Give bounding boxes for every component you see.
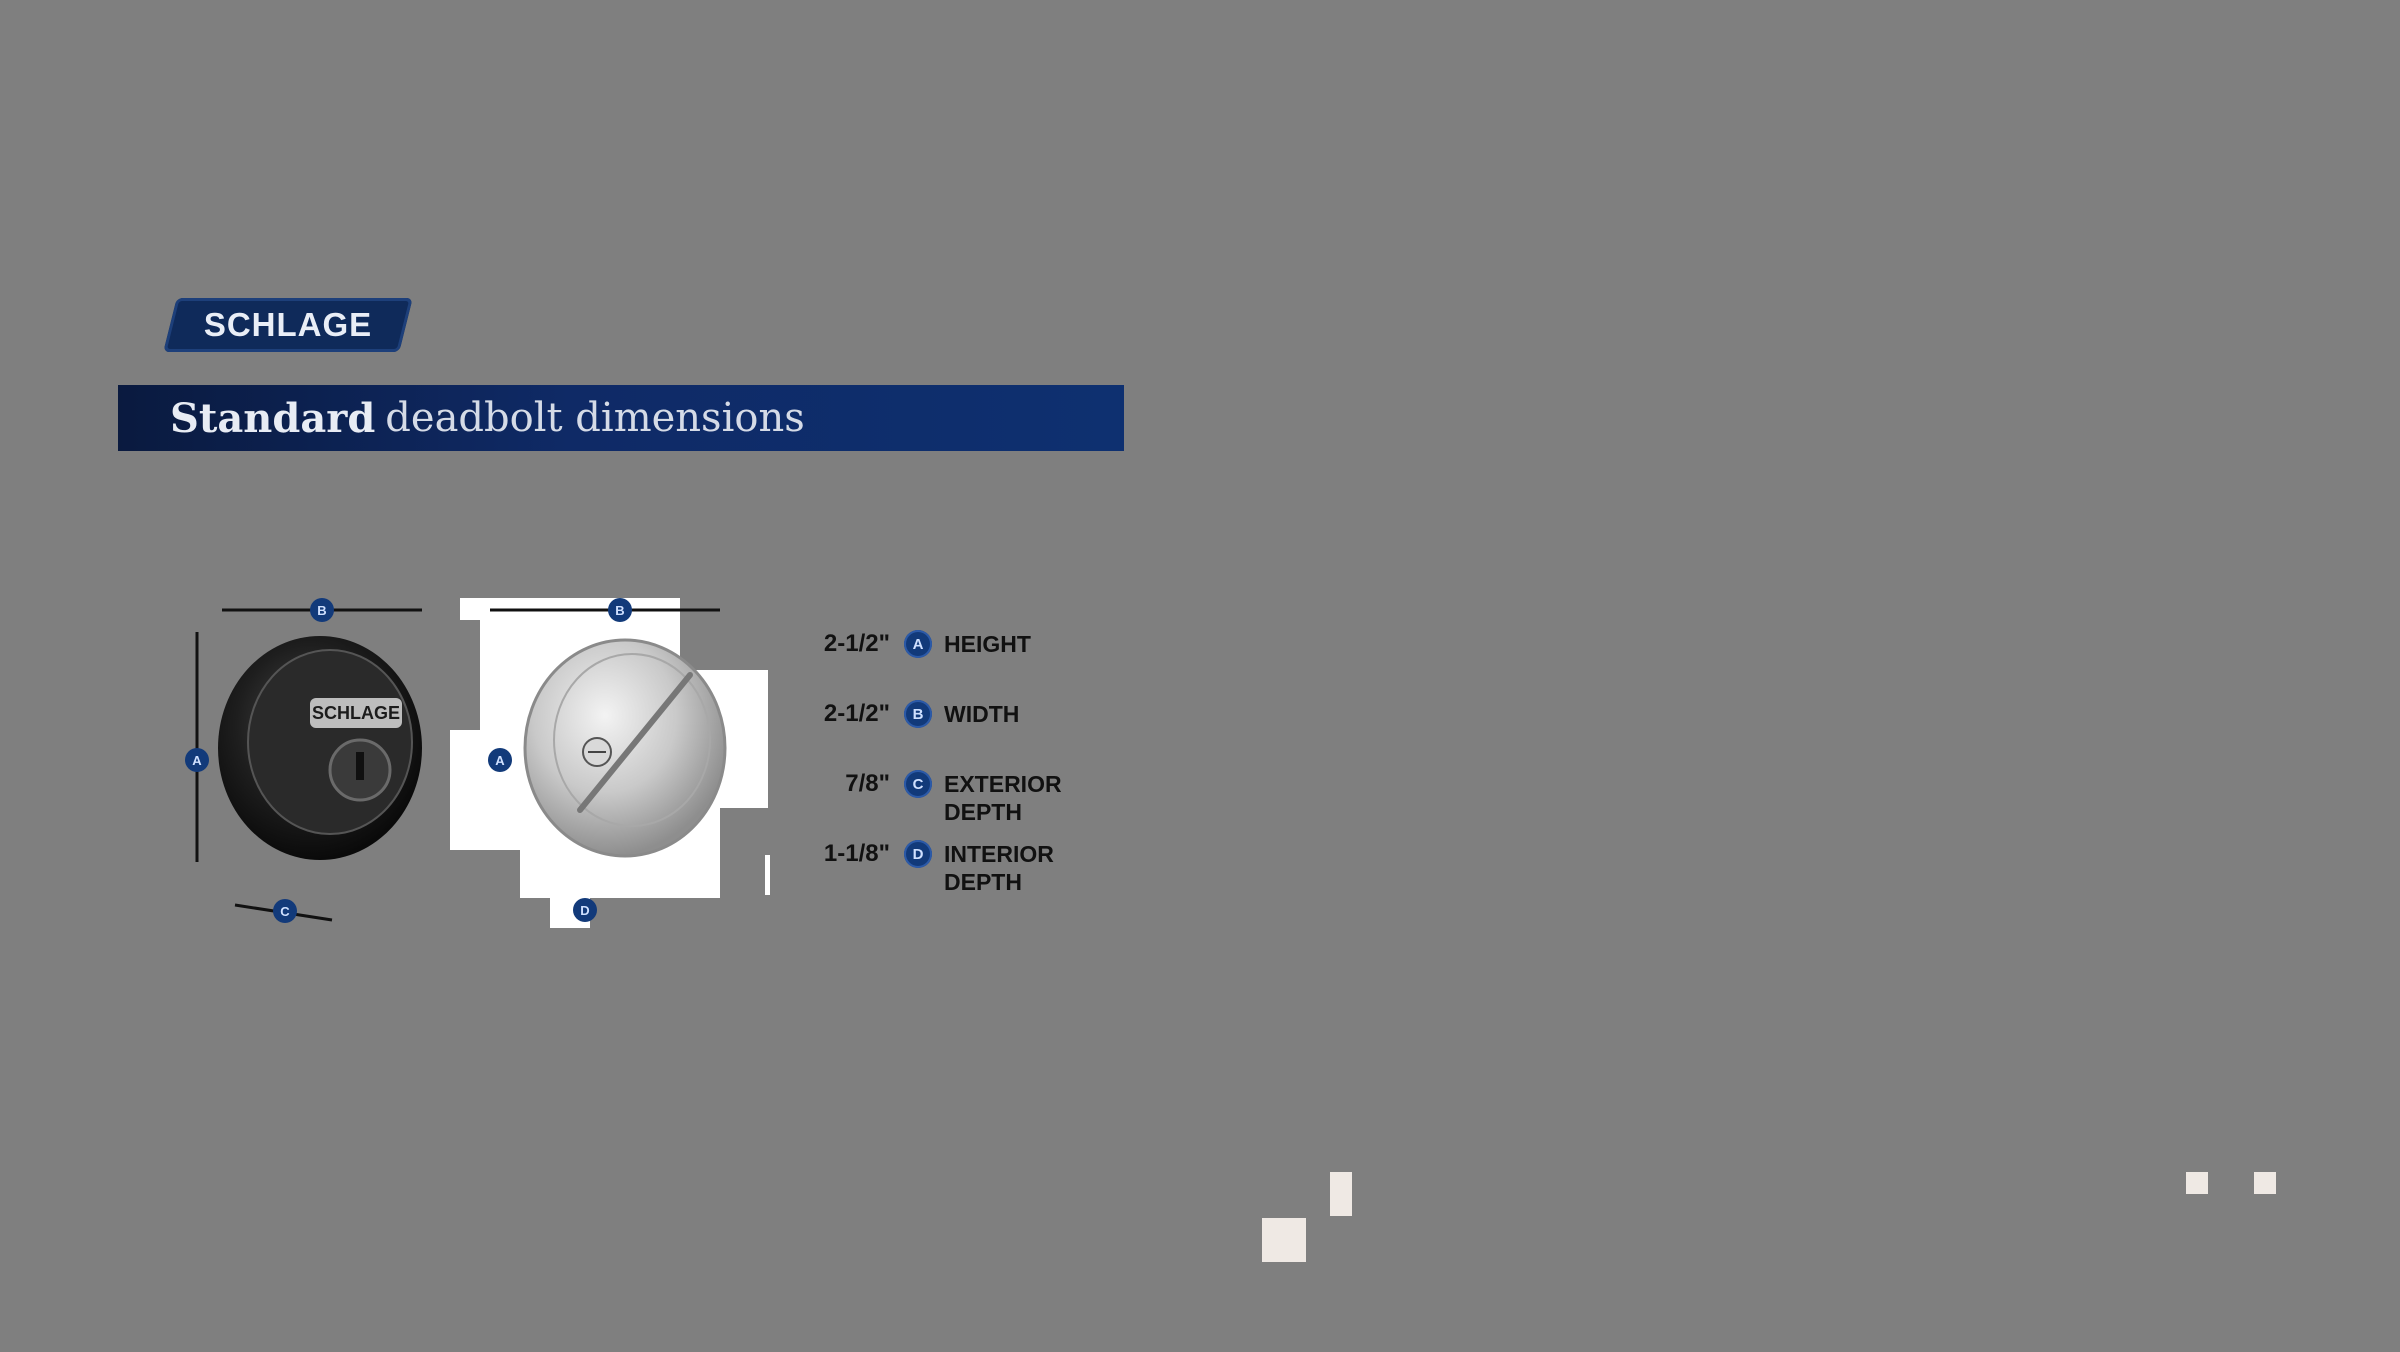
badge-a-right-text: A xyxy=(495,753,505,768)
schlage-logo: SCHLAGE xyxy=(163,298,413,352)
spec-value: 7/8" xyxy=(845,770,890,797)
badge-b-left xyxy=(310,598,334,622)
spec-label: EXTERIOR DEPTH xyxy=(944,771,1062,825)
white-sliver xyxy=(765,855,770,895)
badge-b-left-text: B xyxy=(317,603,326,618)
spec-row-exterior-depth: 7/8" C EXTERIOR DEPTH xyxy=(790,770,1094,826)
spec-value: 1-1/8" xyxy=(823,840,890,867)
badge-a-left-text: A xyxy=(192,753,202,768)
cylinder-plate xyxy=(310,698,402,728)
spec-label: HEIGHT xyxy=(944,631,1031,657)
artifact-patch xyxy=(1262,1218,1306,1262)
spec-badge: A xyxy=(904,630,932,658)
spec-label: INTERIOR DEPTH xyxy=(944,841,1054,895)
spec-badge: B xyxy=(904,700,932,728)
interior-ring xyxy=(553,653,711,827)
artifact-patch xyxy=(2254,1172,2276,1194)
thumbturn xyxy=(577,672,693,813)
spec-row-height: 2-1/2" A HEIGHT xyxy=(790,630,1094,658)
artifact-patch xyxy=(2186,1172,2208,1194)
badge-c-left-text: C xyxy=(280,904,290,919)
badge-a-right xyxy=(488,748,512,772)
badge-d-right xyxy=(573,898,597,922)
spec-label: WIDTH xyxy=(944,701,1020,727)
title-rest: deadbolt dimensions xyxy=(385,395,805,441)
logo-text: SCHLAGE xyxy=(203,306,373,343)
spec-badge: D xyxy=(904,840,932,868)
badge-c-left xyxy=(273,899,297,923)
exterior-face xyxy=(247,649,413,835)
badge-d-right-text: D xyxy=(580,903,589,918)
title-banner: Standard deadbolt dimensions xyxy=(118,385,1124,451)
spec-value: 2-1/2" xyxy=(823,630,890,657)
badge-b-right xyxy=(608,598,632,622)
page-title: Standard deadbolt dimensions xyxy=(170,389,805,447)
spec-badge: C xyxy=(904,770,932,798)
title-bold: Standard xyxy=(170,394,376,442)
artifact-patch xyxy=(1330,1172,1352,1216)
cylinder-brand: SCHLAGE xyxy=(312,703,400,723)
spec-value: 2-1/2" xyxy=(823,700,890,727)
badge-b-right-text: B xyxy=(615,603,624,618)
key-slot xyxy=(356,752,364,780)
spec-row-width: 2-1/2" B WIDTH xyxy=(790,700,1094,728)
badge-a-left xyxy=(185,748,209,772)
deadbolt-diagram: SCHLAGE A B C A B D xyxy=(185,598,770,928)
interior-deadbolt: A B D xyxy=(450,598,770,928)
spec-row-interior-depth: 1-1/8" D INTERIOR DEPTH xyxy=(790,840,1094,896)
exterior-deadbolt: SCHLAGE A B C xyxy=(185,598,422,923)
